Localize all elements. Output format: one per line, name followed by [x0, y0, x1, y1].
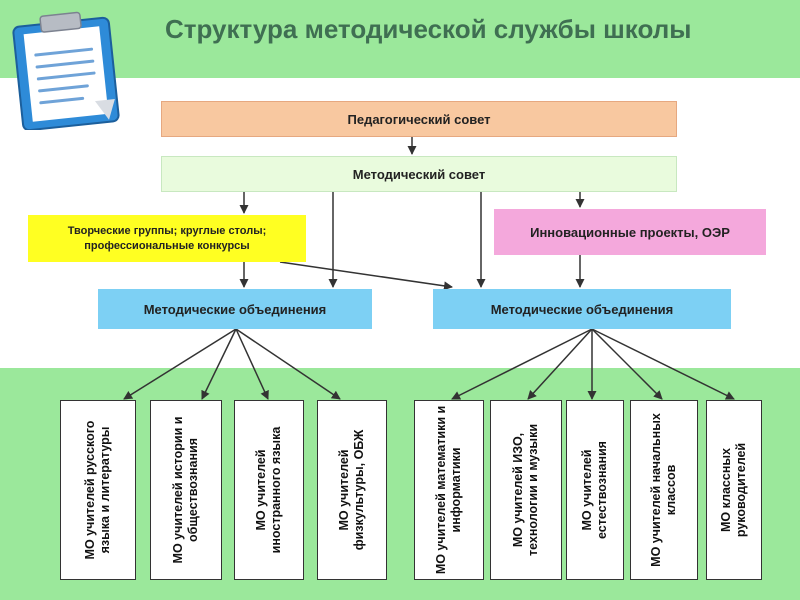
- mo-unit-class-teachers: МО классных руководителей: [706, 400, 762, 580]
- mo-unit-natural-science: МО учителей естествознания: [566, 400, 624, 580]
- clipboard-icon: [12, 11, 120, 130]
- mo-unit-label: МО учителей начальных классов: [649, 413, 678, 567]
- mo-unit-history: МО учителей истории и обществознания: [150, 400, 222, 580]
- mo-unit-label: МО учителей физкультуры, ОБЖ: [337, 429, 366, 551]
- pedagogical-council-box: Педагогический совет: [161, 101, 677, 137]
- mo-unit-math: МО учителей математики и информатики: [414, 400, 484, 580]
- mo-unit-russian: МО учителей русского языка и литературы: [60, 400, 136, 580]
- mo-unit-label: МО учителей истории и обществознания: [171, 416, 200, 564]
- mo-unit-label: МО учителей естествознания: [580, 441, 609, 539]
- mo-unit-label: МО учителей русского языка и литературы: [83, 420, 112, 560]
- mo-unit-label: МО учителей ИЗО, технологии и музыки: [511, 423, 540, 557]
- mo-unit-label: МО учителей математики и информатики: [434, 405, 463, 575]
- header-band: [0, 0, 800, 78]
- methodical-council-box: Методический совет: [161, 156, 677, 192]
- mo-unit-arts: МО учителей ИЗО, технологии и музыки: [490, 400, 562, 580]
- mo-unit-physical-education: МО учителей физкультуры, ОБЖ: [317, 400, 387, 580]
- page-title: Структура методической службы школы: [165, 14, 692, 44]
- mo-unit-primary: МО учителей начальных классов: [630, 400, 698, 580]
- methodical-associations-right-box: Методические объединения: [433, 289, 731, 329]
- mo-unit-label: МО учителей иностранного языка: [254, 426, 283, 554]
- innovation-projects-box: Инновационные проекты, ОЭР: [494, 209, 766, 255]
- creative-groups-box: Творческие группы; круглые столы; профес…: [28, 215, 306, 262]
- methodical-associations-left-box: Методические объединения: [98, 289, 372, 329]
- mo-unit-label: МО классных руководителей: [719, 442, 748, 538]
- mo-unit-foreign-language: МО учителей иностранного языка: [234, 400, 304, 580]
